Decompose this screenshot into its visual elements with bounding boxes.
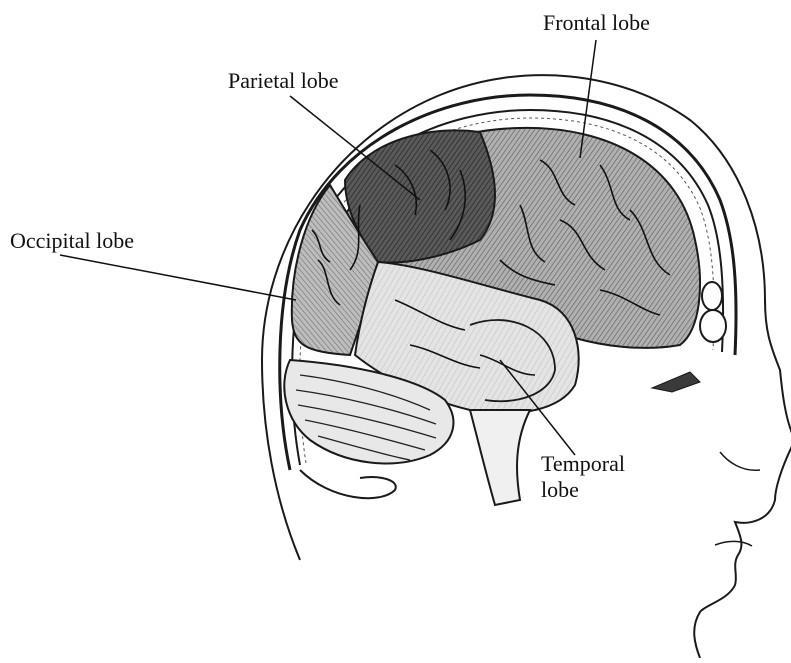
occipital-lobe-label: Occipital lobe bbox=[10, 228, 134, 254]
temporal-label-line1: Temporal bbox=[541, 451, 625, 477]
sinus-upper bbox=[702, 282, 722, 310]
brainstem bbox=[470, 410, 530, 505]
sinus-lower bbox=[700, 310, 726, 342]
parietal-lobe bbox=[345, 130, 495, 262]
temporal-label-line2: lobe bbox=[541, 477, 625, 503]
frontal-lobe-label: Frontal lobe bbox=[543, 10, 650, 36]
temporal-lobe-label: Temporal lobe bbox=[541, 451, 625, 503]
lips-detail bbox=[715, 541, 752, 546]
nose-detail bbox=[720, 452, 760, 470]
skull-base bbox=[300, 470, 396, 498]
leader-occipital bbox=[60, 255, 296, 300]
eye-detail bbox=[652, 372, 700, 392]
parietal-lobe-label: Parietal lobe bbox=[228, 68, 339, 94]
